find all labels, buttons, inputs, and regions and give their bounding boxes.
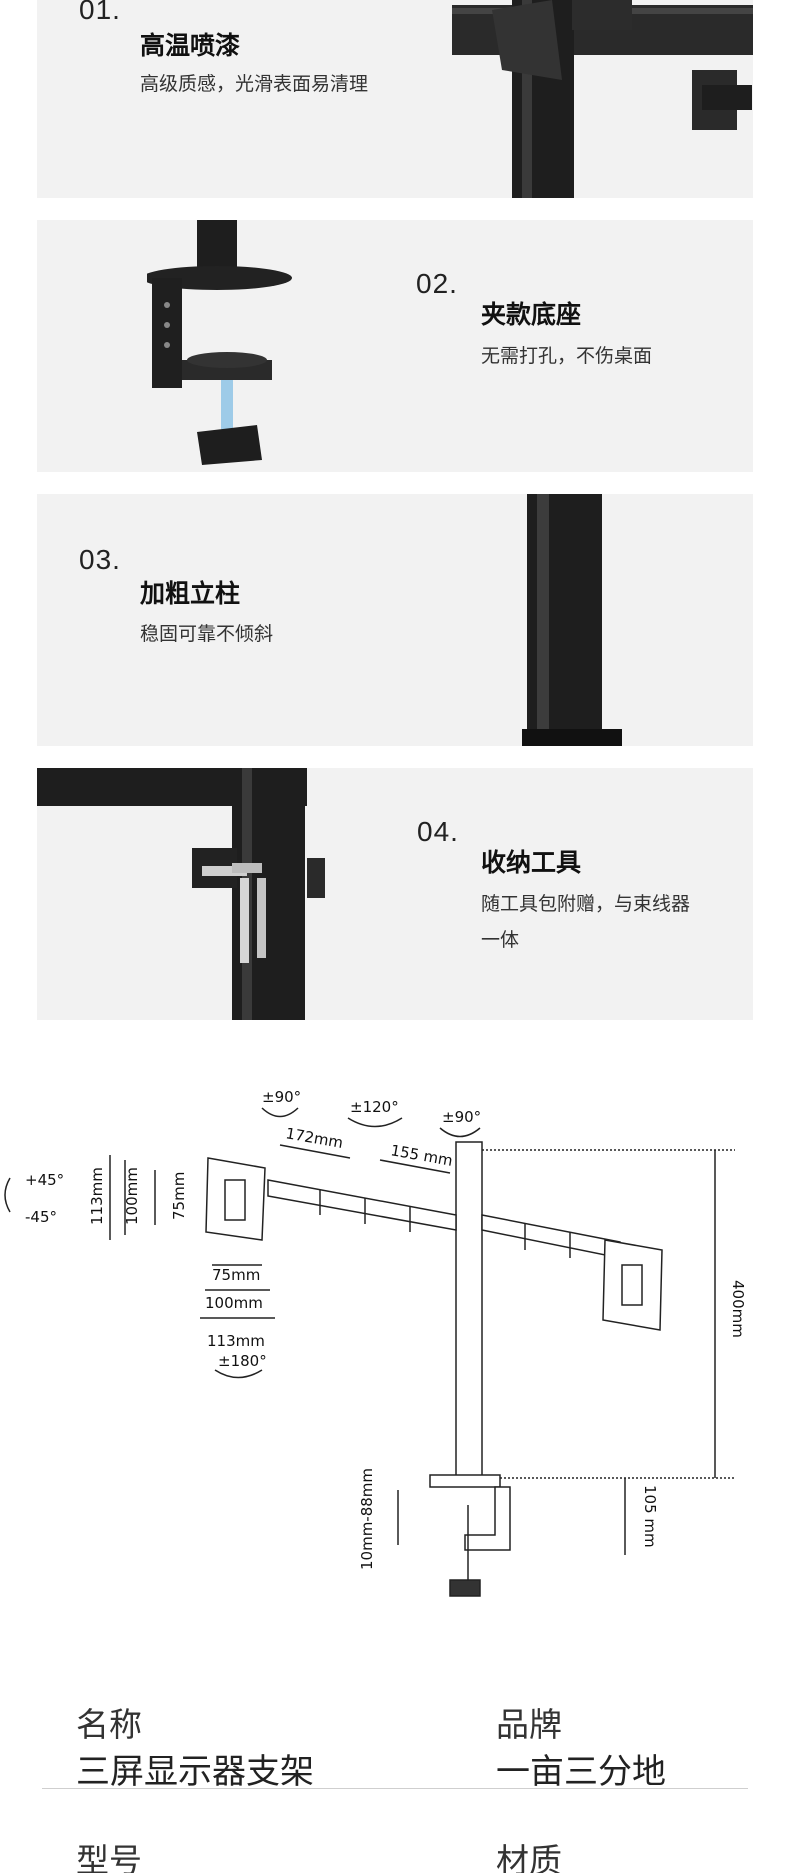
swivel-left-label: ±90° xyxy=(262,1088,301,1106)
clamp-range-label: 10mm-88mm xyxy=(358,1468,376,1570)
feature-desc-line2: 一体 xyxy=(481,929,520,951)
spec-label-material: 材质 xyxy=(496,1841,562,1873)
rotate-label: ±180° xyxy=(218,1352,267,1370)
tool-storage-icon xyxy=(37,768,325,1020)
feature-title: 夹款底座 xyxy=(481,300,582,329)
feature-number: 03. xyxy=(79,544,121,575)
swivel-mid-label: ±120° xyxy=(350,1098,399,1116)
desk-clamp-icon xyxy=(147,220,292,465)
feature-desc: 稳固可靠不倾斜 xyxy=(140,623,274,645)
feature-card-3: 03. 加粗立柱 稳固可靠不倾斜 xyxy=(37,494,753,746)
spec-divider xyxy=(42,1788,748,1789)
feature-card-1: 01. 高温喷漆 高级质感，光滑表面易清理 xyxy=(37,0,753,198)
arm2-label: 155 mm xyxy=(389,1141,454,1170)
spec-label-brand: 品牌 xyxy=(496,1705,562,1744)
feature-number: 04. xyxy=(417,816,459,847)
h100-label: 100mm xyxy=(123,1167,141,1225)
swivel-right-label: ±90° xyxy=(442,1108,481,1126)
feature-desc: 无需打孔，不伤桌面 xyxy=(481,345,653,367)
feature-card-4: 04. 收纳工具 随工具包附赠，与束线器 一体 xyxy=(37,768,753,1020)
feature-card-2: 02. 夹款底座 无需打孔，不伤桌面 xyxy=(37,220,753,472)
feature-desc-line1: 随工具包附赠，与束线器 xyxy=(481,893,691,915)
clamp-height-label: 105 mm xyxy=(641,1485,659,1548)
feature-title: 高温喷漆 xyxy=(140,31,241,60)
paint-closeup-icon xyxy=(452,0,753,198)
feature-number: 02. xyxy=(416,268,458,299)
tilt-up-label: +45° xyxy=(25,1171,64,1189)
feature-title: 收纳工具 xyxy=(481,848,582,877)
w100-label: 100mm xyxy=(205,1294,263,1312)
thick-pole-icon xyxy=(522,494,622,746)
h113-label: 113mm xyxy=(88,1167,106,1225)
feature-number: 01. xyxy=(79,0,121,25)
w75-label: 75mm xyxy=(212,1266,260,1284)
height-label: 400mm xyxy=(729,1280,747,1338)
spec-value-brand: 一亩三分地 xyxy=(496,1752,666,1792)
spec-value-name: 三屏显示器支架 xyxy=(76,1752,314,1792)
feature-desc: 高级质感，光滑表面易清理 xyxy=(140,73,369,95)
feature-title: 加粗立柱 xyxy=(140,579,241,608)
dimension-diagram: +45° -45° ±90° ±120° ±90° 172mm 155 mm 1… xyxy=(4,1088,747,1597)
h75-label: 75mm xyxy=(170,1172,188,1220)
spec-label-name: 名称 xyxy=(76,1705,142,1744)
spec-label-model: 型号 xyxy=(76,1841,142,1873)
w113-label: 113mm xyxy=(207,1332,265,1350)
tilt-down-label: -45° xyxy=(25,1208,57,1226)
